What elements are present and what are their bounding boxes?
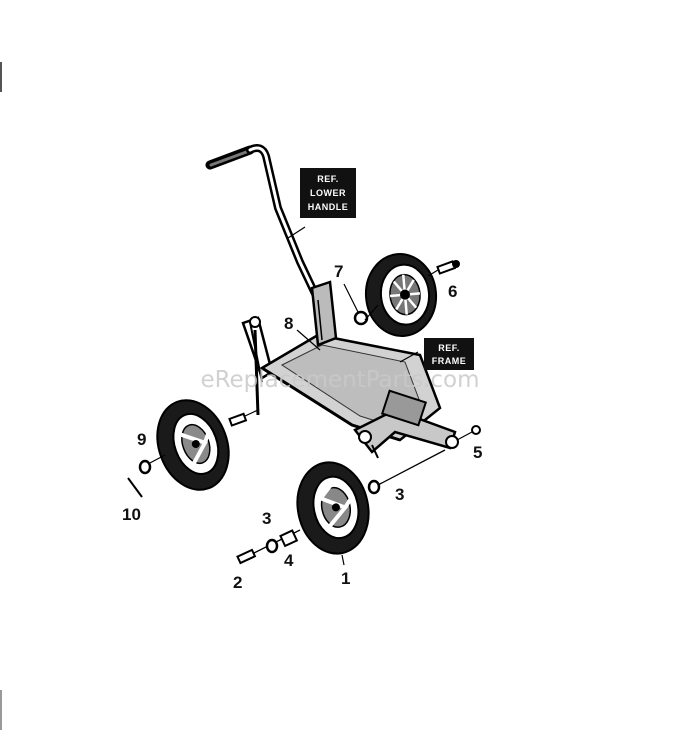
callouts: 1 2 3 3 4 5 6 7 8 9 10: [122, 262, 482, 592]
ref-lower-handle-label: REF. LOWER HANDLE: [300, 168, 356, 218]
callout-10: 10: [122, 505, 141, 524]
callout-6: 6: [448, 282, 457, 301]
callout-1: 1: [341, 569, 350, 588]
hardware-parts: [127, 226, 481, 566]
wheel-1: [296, 461, 370, 555]
ref-frame-label: REF. FRAME: [424, 338, 474, 370]
ref-frame-line-2: FRAME: [432, 356, 467, 366]
watermark-text: eReplacementParts.com: [200, 367, 479, 393]
callout-4: 4: [284, 551, 294, 570]
ref-frame-line-1: REF.: [438, 343, 460, 353]
callout-3-right: 3: [395, 485, 404, 504]
callout-5: 5: [473, 443, 482, 462]
lower-handle: [205, 144, 338, 347]
callout-8: 8: [284, 314, 293, 333]
ref-lower-handle-line-3: HANDLE: [308, 202, 349, 212]
ref-lower-handle-line-1: REF.: [317, 174, 339, 184]
ref-lower-handle-line-2: LOWER: [310, 188, 346, 198]
callout-7: 7: [334, 262, 343, 281]
wheel-top-right: [364, 253, 438, 337]
callout-3-left: 3: [262, 509, 271, 528]
callout-2: 2: [233, 573, 242, 592]
wheel-left: [156, 399, 230, 491]
left-edge-mark-top: [0, 62, 2, 92]
left-edge-mark-bottom: [0, 690, 2, 730]
callout-9: 9: [137, 430, 146, 449]
